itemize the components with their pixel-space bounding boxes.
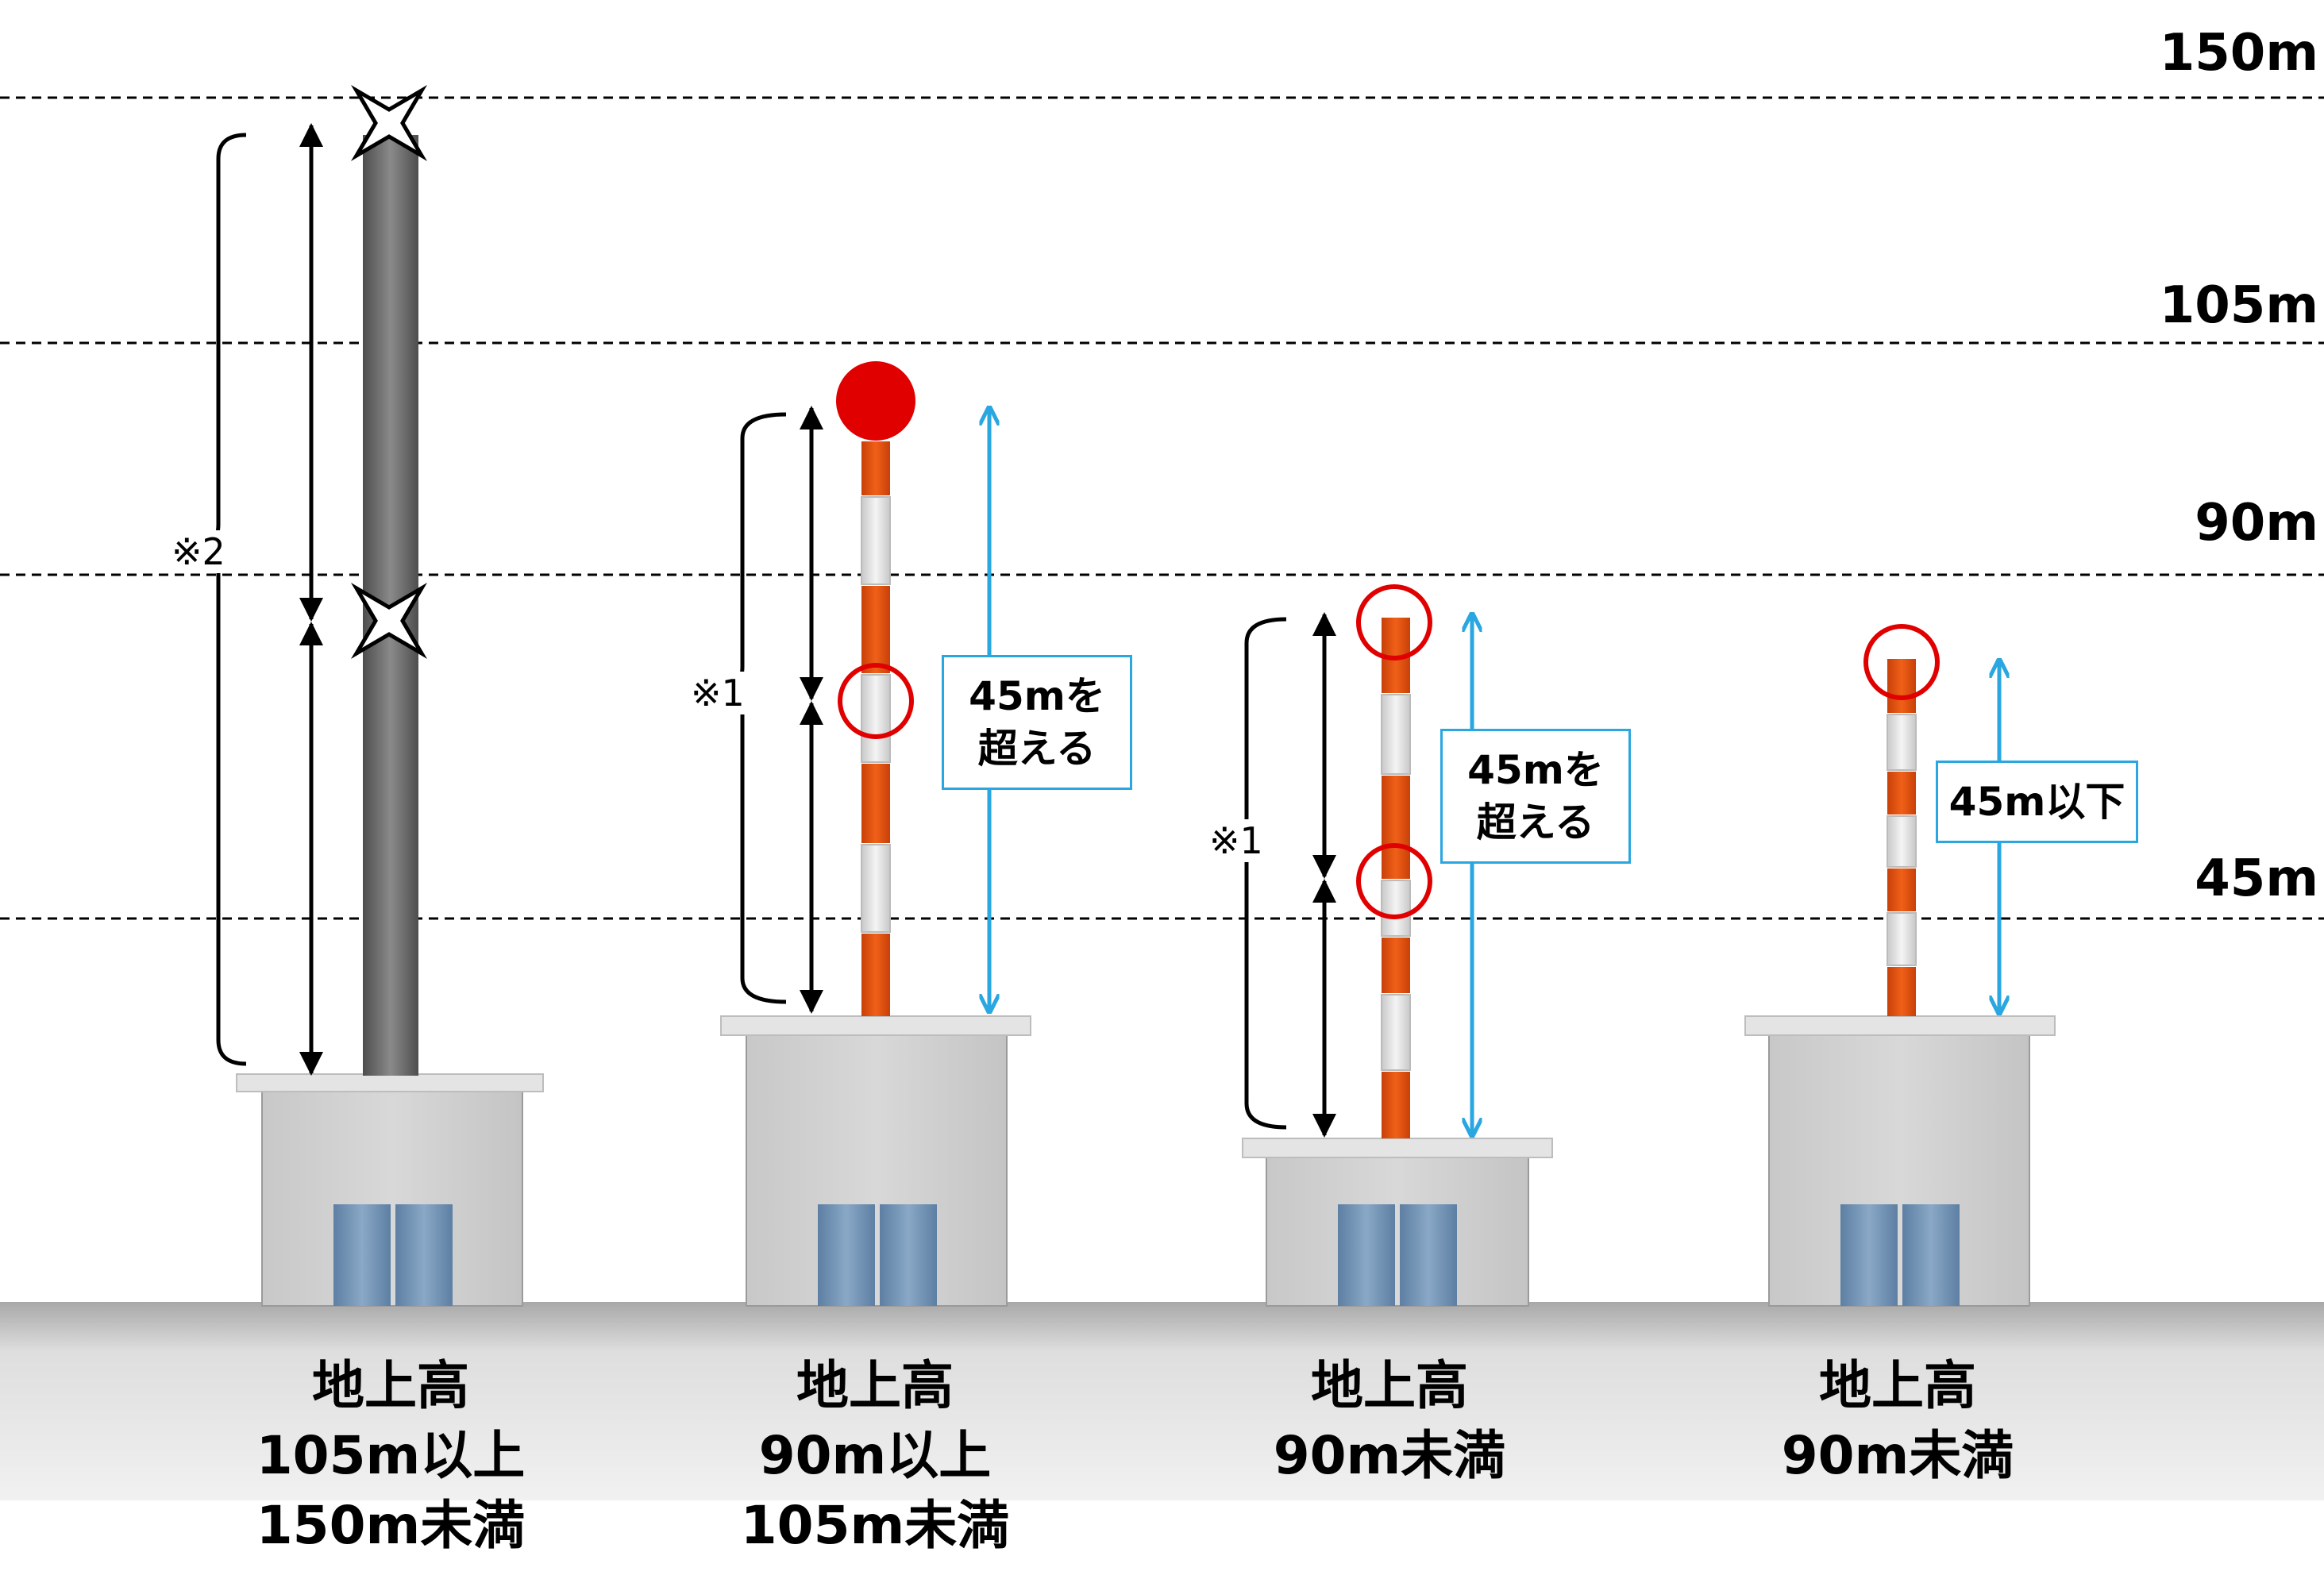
aviation-light-star-icon xyxy=(350,582,428,660)
building-2 xyxy=(720,1015,1031,1307)
height-box-exceeds-45m: 45mを 超える xyxy=(942,655,1132,790)
level-label-150m: 150m xyxy=(2159,24,2318,83)
note-1-label-a: ※1 xyxy=(684,672,751,714)
door xyxy=(880,1204,937,1306)
ground xyxy=(0,1302,2324,1500)
building-3 xyxy=(1242,1138,1553,1307)
bracket-note1-b xyxy=(1226,617,1287,1130)
caption-building-3: 地上高 90m未満 xyxy=(1273,1355,1506,1486)
door xyxy=(333,1204,391,1306)
level-label-90m: 90m xyxy=(2195,494,2318,553)
caption-building-1: 地上高 105m以上 150m未満 xyxy=(256,1355,526,1556)
striped-tower-1 xyxy=(861,441,891,1016)
aviation-light-star-icon xyxy=(350,84,428,162)
building-4 xyxy=(1744,1015,2056,1307)
building-1 xyxy=(236,1073,544,1307)
caption-building-2: 地上高 90m以上 105m未満 xyxy=(740,1355,1010,1556)
door xyxy=(395,1204,453,1306)
red-circle-marker-icon xyxy=(1356,584,1432,660)
level-label-45m: 45m xyxy=(2195,849,2318,908)
door xyxy=(1902,1204,1960,1306)
door xyxy=(1400,1204,1457,1306)
door xyxy=(1338,1204,1395,1306)
bracket-note2 xyxy=(198,133,247,1066)
door xyxy=(1840,1204,1898,1306)
door xyxy=(818,1204,875,1306)
red-circle-marker-icon xyxy=(838,663,914,739)
note-2-label: ※2 xyxy=(165,530,232,573)
aviation-light-red-ball-icon xyxy=(836,361,915,441)
height-box-exceeds-45m: 45mを 超える xyxy=(1440,729,1631,864)
red-circle-marker-icon xyxy=(1863,624,1940,700)
height-box-45m-or-less: 45m以下 xyxy=(1936,761,2138,843)
caption-building-4: 地上高 90m未満 xyxy=(1781,1355,2014,1486)
striped-tower-3 xyxy=(1887,659,1917,1016)
note-1-label-b: ※1 xyxy=(1203,819,1270,862)
striped-tower-2 xyxy=(1381,618,1411,1138)
level-label-105m: 105m xyxy=(2159,276,2318,335)
red-circle-marker-icon xyxy=(1356,843,1432,919)
